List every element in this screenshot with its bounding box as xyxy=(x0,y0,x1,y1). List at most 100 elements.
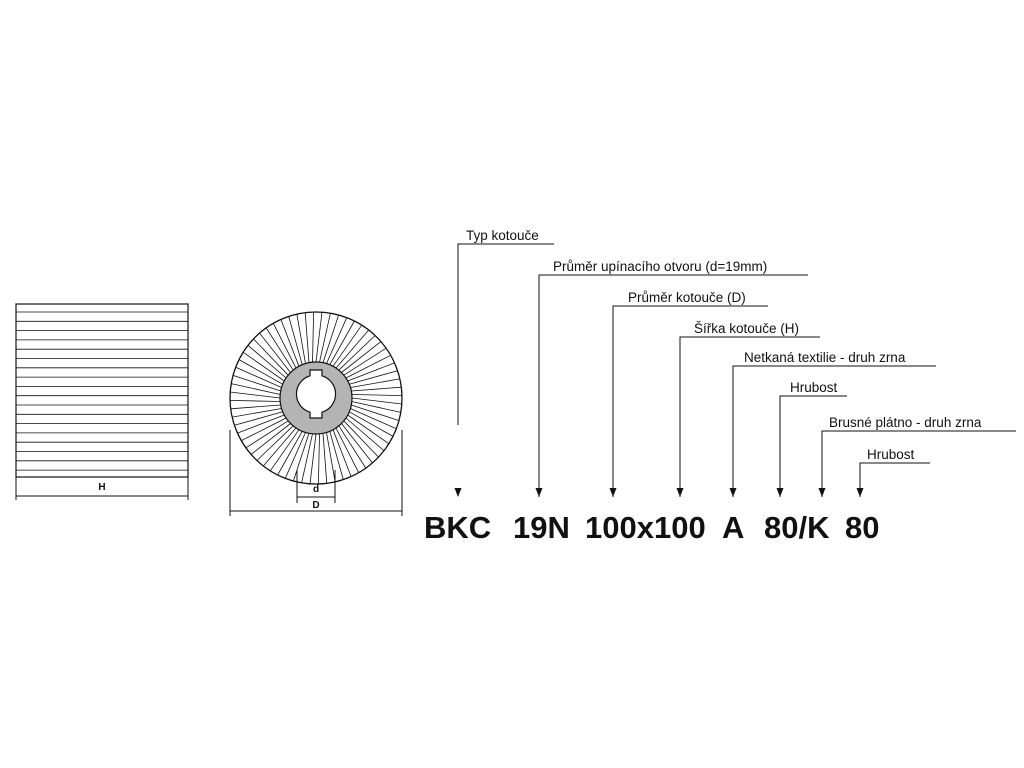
wheel-flap-line xyxy=(245,420,289,449)
callout-cloth: Brusné plátno - druh zrna xyxy=(818,415,1016,497)
wheel-flap-line xyxy=(280,319,300,367)
wheel-flap-line xyxy=(351,397,402,405)
wheel-flap-line xyxy=(259,332,291,373)
callout-bore: Průměr upínacího otvoru (d=19mm) xyxy=(535,259,808,497)
wheel-flap-line xyxy=(341,423,373,464)
side-view-body xyxy=(15,303,189,478)
callout-type: Typ kotouče xyxy=(454,228,554,497)
front-view: d D xyxy=(229,311,403,516)
wheel-flap-line xyxy=(312,311,314,363)
wheel-flap-line xyxy=(284,432,306,479)
callout-label-grit1: Hrubost xyxy=(790,380,838,395)
arrow-head-bore xyxy=(535,488,543,497)
code-segment-a: A xyxy=(722,510,744,545)
callout-width: Šířka kotouče (H) xyxy=(676,321,820,497)
wheel-flap-line xyxy=(345,417,385,452)
wheel-flap-line xyxy=(230,391,281,399)
wheel-flap-line xyxy=(351,386,402,392)
wheel-flap-line xyxy=(349,411,394,437)
wheel-flap-line xyxy=(329,431,344,480)
callout-nonwoven: Netkaná textilie - druh zrna xyxy=(729,350,936,497)
big-d-dimension-label: D xyxy=(312,500,319,511)
arrow-head-grit1 xyxy=(776,488,784,497)
wheel-flap-line xyxy=(288,316,303,365)
wheel-flap-line xyxy=(241,417,287,442)
wheel-flap-line xyxy=(309,433,317,484)
wheel-flap-line xyxy=(351,394,403,396)
code-segment-80k: 80/K xyxy=(764,510,830,545)
wheel-flap-line xyxy=(229,400,281,402)
wheel-flap-line xyxy=(277,431,303,476)
wheel-flap-line xyxy=(319,313,331,363)
wheel-flap-line xyxy=(338,425,367,469)
arrow-head-grit2 xyxy=(856,488,864,497)
wheel-flap-line xyxy=(237,414,285,434)
side-view-flap-lines xyxy=(16,311,188,471)
arrow-head-cloth xyxy=(818,488,826,497)
code-segment-19n: 19N xyxy=(513,510,570,545)
wheel-flap-line xyxy=(230,404,281,410)
wheel-flap-line xyxy=(347,414,390,445)
wheel-flap-line xyxy=(351,401,401,413)
wheel-flap-line xyxy=(265,327,294,371)
arrow-head-width xyxy=(676,488,684,497)
wheel-flap-line xyxy=(235,366,282,388)
wheel-flap-line xyxy=(322,433,328,484)
wheel-flap-line xyxy=(232,408,282,418)
arrow-head-nonwoven xyxy=(729,488,737,497)
callout-grit2: Hrubost xyxy=(856,447,930,497)
wheel-flap-line xyxy=(232,375,281,392)
wheel-flap-line xyxy=(351,404,400,421)
wheel-flap-lines xyxy=(229,311,403,485)
wheel-flap-line xyxy=(329,320,355,365)
arrow-head-type xyxy=(454,488,462,497)
wheel-flap-line xyxy=(350,378,400,388)
wheel-flap-line xyxy=(326,317,348,364)
wheel-flap-line xyxy=(332,429,352,477)
callout-label-bore: Průměr upínacího otvoru (d=19mm) xyxy=(553,259,767,274)
wheel-flap-line xyxy=(238,359,283,385)
d-dimension-label: d xyxy=(313,484,319,495)
wheel-flap-line xyxy=(247,344,287,379)
h-dimension-label: H xyxy=(98,482,105,493)
wheel-flap-line xyxy=(293,433,310,482)
arrow-head-diameter xyxy=(609,488,617,497)
wheel-flap-line xyxy=(345,354,391,379)
callout-label-diameter: Průměr kotouče (D) xyxy=(628,290,746,305)
wheel-flap-line xyxy=(315,312,323,363)
code-segment-size: 100x100 xyxy=(585,510,706,545)
wheel-flap-line xyxy=(322,314,339,363)
wheel-flap-line xyxy=(341,341,382,373)
wheel-flap-line xyxy=(349,370,398,385)
wheel-flap-line xyxy=(272,323,297,369)
code-segment-80: 80 xyxy=(845,510,879,545)
code-segment-bkc: BKC xyxy=(424,510,491,545)
wheel-flap-line xyxy=(269,429,300,472)
wheel-flap-line xyxy=(304,312,310,363)
wheel-flap-line xyxy=(262,427,297,467)
callout-label-nonwoven: Netkaná textilie - druh zrna xyxy=(744,350,906,365)
wheel-flap-line xyxy=(231,383,281,395)
wheel-flap-line xyxy=(301,433,313,483)
keyed-bore xyxy=(295,369,337,419)
wheel-flap-line xyxy=(250,423,291,455)
wheel-flap-line xyxy=(343,420,379,458)
wheel-flap-line xyxy=(350,408,397,430)
callout-label-type: Typ kotouče xyxy=(466,228,539,243)
callout-label-grit2: Hrubost xyxy=(867,447,915,462)
callout-diameter: Průměr kotouče (D) xyxy=(609,290,768,497)
wheel-flap-line xyxy=(343,347,387,376)
callout-label-width: Šířka kotouče (H) xyxy=(694,321,799,336)
wheel-flap-line xyxy=(296,314,306,364)
wheel-flap-line xyxy=(338,335,376,371)
wheel-flap-line xyxy=(335,329,370,369)
callouts: Typ kotouče Průměr upínacího otvoru (d=1… xyxy=(454,228,1016,497)
wheel-flap-line xyxy=(253,338,289,376)
wheel-flap-line xyxy=(256,425,294,461)
wheel-flap-line xyxy=(326,432,336,482)
side-view: H xyxy=(15,303,189,500)
callout-label-cloth: Brusné plátno - druh zrna xyxy=(829,415,982,430)
wheel-flap-line xyxy=(332,324,363,367)
wheel-flap-line xyxy=(347,362,395,382)
